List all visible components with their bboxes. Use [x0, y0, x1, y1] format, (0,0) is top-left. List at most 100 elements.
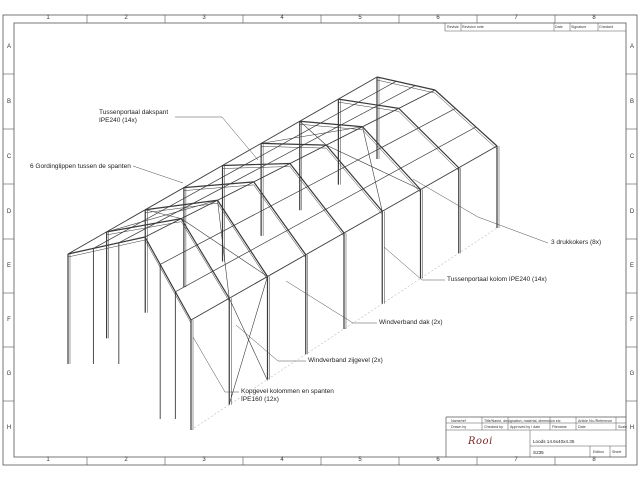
- row-marker: B: [629, 99, 634, 105]
- rafter-right: [434, 89, 498, 147]
- leader-drukkokers: [477, 216, 549, 244]
- tb-name-ref: Name/ref: [451, 419, 466, 423]
- rafter-left-flange: [261, 146, 327, 149]
- roof-wind-brace: [362, 126, 383, 212]
- tb-date: Date: [578, 425, 586, 429]
- callout-gordinglippen: 6 Gordinglippen tussen de spanten: [30, 163, 131, 170]
- leader-windverband-dak: [285, 280, 354, 324]
- rafter-left: [376, 76, 436, 91]
- column-marker: 5: [358, 15, 362, 21]
- callout-windverband-dak: Windverband dak (2x): [379, 319, 443, 326]
- rafter-left: [106, 218, 182, 233]
- tb-article-header: Article No./Reference: [578, 419, 613, 423]
- row-marker: E: [629, 263, 634, 269]
- callout-kopgevel: Kopgevel kolommen en spanten IPE160 (12x…: [241, 388, 334, 403]
- roof-wind-brace: [181, 218, 268, 277]
- column-marker: 8: [592, 457, 596, 463]
- rafter-right-flange: [362, 129, 421, 193]
- leader-dakspant: [221, 116, 259, 161]
- rafter-left: [299, 120, 363, 128]
- column-marker: 4: [280, 457, 284, 463]
- ridge-beam: [144, 89, 436, 238]
- leader-kolom: [383, 246, 423, 281]
- ground-line-right: [190, 227, 498, 431]
- row-marker: E: [6, 263, 11, 269]
- outer-border: [2, 14, 638, 466]
- purlin-right: [160, 108, 456, 265]
- column-marker: 8: [592, 15, 596, 21]
- tb-approved: Approved by / date: [510, 425, 541, 429]
- callout-drukkokers: 3 drukkokers (8x): [551, 239, 602, 246]
- tb-drawing-number: S235: [533, 450, 544, 455]
- rafter-left-flange: [338, 101, 399, 112]
- callout-dakspant-line1: Tussenportaal dakspant: [99, 109, 169, 116]
- eave-beam-right: [190, 145, 498, 321]
- tb-project-title: Loods 14.6x40x4.35: [533, 439, 575, 444]
- rafter-right: [180, 218, 230, 299]
- rafter-right-flange: [253, 184, 306, 258]
- column-marker: 3: [202, 457, 206, 463]
- rafter-right: [325, 144, 383, 212]
- purlin-left: [118, 85, 416, 244]
- tb-sheet-label: Sheet: [612, 450, 622, 454]
- revision-header: Date: [555, 25, 563, 29]
- column-marker: 7: [514, 457, 518, 463]
- row-marker: C: [629, 154, 635, 160]
- tb-checked-by: Checked by: [484, 425, 503, 429]
- column-marker: 1: [46, 457, 50, 463]
- roof-wind-brace: [299, 121, 327, 146]
- callout-dakspant-line2: IPE240 (14x): [99, 116, 137, 124]
- callout-windverband-zijgevel: Windverband zijgevel (2x): [308, 357, 383, 364]
- column-marker: 4: [280, 15, 284, 21]
- callout-kopgevel-line2: IPE160 (12x): [241, 395, 279, 403]
- revision-header: Signature: [571, 25, 587, 29]
- tb-filename: Filename: [552, 425, 567, 429]
- inner-border: [13, 22, 627, 458]
- drawing-frame: [2, 14, 638, 466]
- rafter-left-flange: [145, 203, 218, 213]
- tb-edition-label: Edition: [593, 450, 604, 454]
- leader-kopgevel: [192, 336, 226, 393]
- callout-tussenportaal-dakspant: Tussenportaal dakspant IPE240 (14x): [99, 109, 168, 124]
- rafter-right: [398, 107, 460, 169]
- revision-header: Revision note: [462, 25, 484, 29]
- tb-drawn-by: Drawn by: [451, 425, 467, 429]
- row-marker: F: [630, 317, 634, 323]
- roof-wind-brace: [217, 200, 230, 299]
- leader-gordinglippen: [132, 165, 184, 184]
- rafter-right-flange: [398, 111, 459, 171]
- column-marker: 2: [124, 15, 128, 21]
- row-marker: H: [6, 425, 12, 431]
- row-marker: H: [629, 425, 635, 431]
- roof-wind-brace: [326, 144, 421, 190]
- row-marker: B: [6, 99, 11, 105]
- rafter-right-flange: [289, 166, 345, 237]
- rafter-right-flange: [434, 92, 498, 150]
- column-marker: 6: [436, 457, 440, 463]
- row-marker: D: [6, 209, 12, 215]
- rafter-left-flange: [222, 166, 291, 169]
- rafter-left-flange: [376, 79, 436, 94]
- tb-scale: Scale: [618, 425, 627, 429]
- rafter-left: [183, 181, 254, 189]
- company-logo: Rooi: [468, 436, 493, 447]
- steel-structure-isometric: [67, 76, 500, 431]
- tb-title-header: Title/Name, designation, material, dimen…: [484, 419, 561, 423]
- side-wind-brace: [228, 276, 268, 405]
- row-marker: A: [629, 44, 634, 50]
- column-marker: 2: [124, 457, 128, 463]
- rafter-left-flange: [106, 221, 182, 236]
- row-marker: F: [7, 317, 11, 323]
- leader-drukkokers: [412, 178, 479, 218]
- roof-wind-brace: [145, 209, 182, 219]
- callout-kopgevel-line1: Kopgevel kolommen en spanten: [241, 388, 334, 395]
- rafter-left: [145, 199, 218, 211]
- rafter-right-flange: [217, 203, 268, 280]
- column-marker: 1: [46, 15, 50, 21]
- rafter-left-flange: [183, 184, 254, 191]
- row-marker: G: [6, 371, 12, 377]
- rafter-right: [253, 181, 307, 256]
- rafter-right-flange: [181, 221, 230, 302]
- row-marker: A: [6, 44, 11, 50]
